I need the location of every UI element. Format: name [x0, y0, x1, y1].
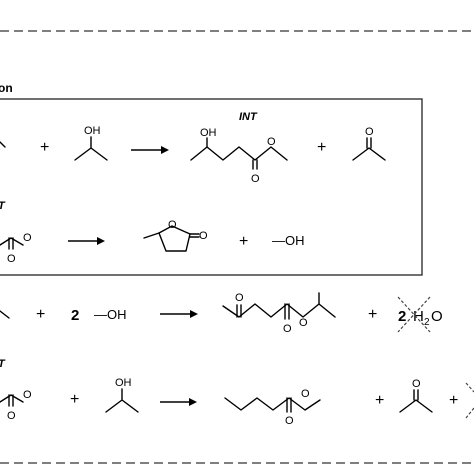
row4-acetone: O: [399, 378, 433, 413]
row3-product-ester-oxygen: O: [299, 317, 308, 329]
row4-acetone-oxygen: O: [412, 378, 421, 390]
row2-plus: +: [239, 233, 248, 250]
row1-plus-2: +: [317, 139, 326, 156]
row1-plus-1: +: [40, 139, 49, 156]
mechanism-box: [0, 98, 423, 276]
row4-isopropanol-oh: OH: [115, 377, 132, 389]
row1-intermediate-carbonyl-oxygen: O: [251, 173, 260, 185]
row2-lactone-ring-oxygen: O: [168, 219, 177, 231]
row4-plus-1: +: [70, 391, 79, 408]
row2-gamma-valerolactone: O O: [143, 219, 208, 252]
row2-lactone-carbonyl-oxygen: O: [199, 230, 208, 242]
row3-water-subscript: 2: [424, 317, 430, 328]
row4-plus-2: +: [375, 392, 384, 409]
row3-water-crossed-out: 2 H 2 O: [397, 296, 443, 333]
row3-reaction-arrow: [160, 310, 198, 318]
row1-int-label: INT: [239, 111, 258, 123]
row3-reactant-fragment: [0, 310, 10, 319]
row3-product-ketone-oxygen: O: [235, 292, 244, 304]
row1-intermediate-hydroxy-ester: OH O O: [190, 127, 288, 185]
row3-methanol: —OH: [94, 307, 127, 322]
row3-water-o: O: [431, 308, 443, 325]
row1-acetone-oxygen: O: [365, 126, 374, 138]
row4-methyl-pentanoate: O O: [224, 388, 321, 427]
row3-methanol-coefficient: 2: [71, 307, 79, 324]
row2-int-label-partial: T: [0, 200, 6, 212]
row1-isopropanol: OH: [74, 125, 108, 161]
row2-intermediate-fragment: O O: [0, 232, 32, 265]
row4-ester-oxygen: O: [23, 389, 32, 401]
row1-reaction-arrow: [131, 146, 169, 154]
row4-isopropanol: OH: [105, 377, 139, 413]
row3-plus-1: +: [36, 306, 45, 323]
row3-isopropyl-levulinate: O O O: [222, 292, 336, 335]
row2-methanol: —OH: [272, 233, 305, 248]
row4-carbonyl-oxygen: O: [7, 410, 16, 422]
row1-intermediate-oh: OH: [200, 127, 217, 139]
row3-product-carbonyl-oxygen: O: [283, 323, 292, 335]
row2-ester-oxygen: O: [23, 232, 32, 244]
row4-reaction-arrow: [160, 398, 197, 406]
row4-product-ester-oxygen: O: [301, 388, 310, 400]
row3-water-coefficient: 2: [398, 308, 406, 325]
row1-acetone: O: [352, 126, 386, 161]
row4-product-carbonyl-oxygen: O: [285, 415, 294, 427]
section-header: on: [0, 81, 13, 95]
row4-crossed-out-fragment: [465, 382, 474, 419]
row1-isopropanol-oh: OH: [84, 125, 101, 137]
row2-reaction-arrow: [68, 237, 105, 245]
row4-intermediate-fragment: O O: [0, 389, 32, 422]
row3-water-h: H: [413, 308, 424, 325]
row1-reactant-ester-fragment: [0, 141, 6, 148]
row2-carbonyl-oxygen: O: [7, 253, 16, 265]
row4-int-label-partial: T: [0, 358, 6, 370]
row3-plus-2: +: [368, 306, 377, 323]
row4-plus-3: +: [449, 392, 458, 409]
row1-intermediate-ester-oxygen: O: [267, 136, 276, 148]
